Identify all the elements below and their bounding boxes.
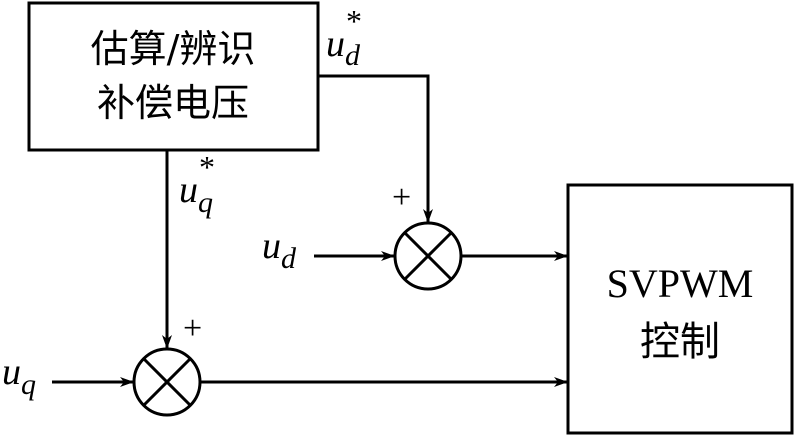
ud-star-superscript: * (346, 3, 362, 39)
connections (52, 74, 568, 387)
plus-sign-lower: + (183, 310, 202, 347)
estimator-block: 估算/辨识 补偿电压 (27, 1, 320, 152)
sum-junction-d-cross-b (403, 231, 453, 281)
estimator-label-line1: 估算/辨识 (91, 27, 256, 71)
svpwm-label-line2: 控制 (640, 319, 720, 365)
uq-star-label: uq* (179, 149, 215, 219)
sum-junction-d (393, 221, 463, 291)
sum-junction-q-cross-b (142, 357, 192, 407)
uq-star-superscript: * (199, 149, 215, 185)
svpwm-label-line1: SVPWM (607, 261, 754, 306)
uq-star-subscript: q (198, 186, 213, 219)
ud-subscript: d (281, 242, 297, 275)
estimator-box (27, 1, 320, 152)
sum-junction-q (132, 347, 202, 417)
ud-star-signal-line (318, 74, 433, 223)
svpwm-box (566, 183, 794, 435)
ud-label: ud (262, 225, 297, 275)
plus-sign-upper: + (392, 179, 411, 216)
svpwm-block: SVPWM 控制 (566, 183, 794, 435)
ud-star-label: ud* (326, 3, 362, 72)
ud-star-subscript: d (345, 39, 361, 72)
uq-subscript: q (21, 368, 36, 401)
uq-label: uq (2, 351, 36, 401)
estimator-label-line2: 补偿电压 (97, 81, 249, 125)
